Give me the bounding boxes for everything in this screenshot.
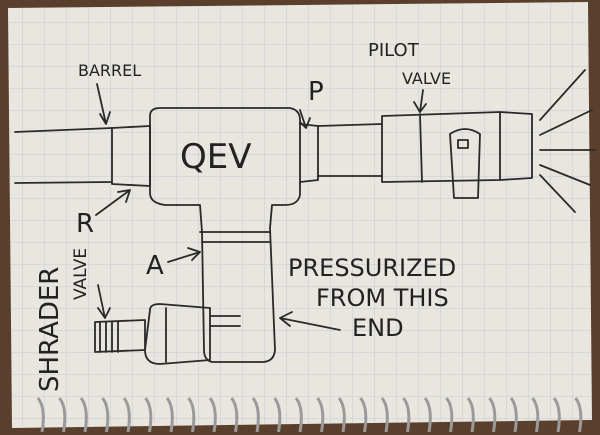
exit-rays bbox=[539, 69, 596, 213]
label-r: R bbox=[76, 209, 94, 239]
label-from-this: FROM THIS bbox=[316, 284, 449, 312]
spiral-ring bbox=[144, 397, 153, 433]
spiral-ring bbox=[165, 397, 174, 433]
label-a: A bbox=[146, 251, 164, 281]
label-shrader: SHRADER bbox=[35, 267, 65, 392]
spiral-ring bbox=[316, 397, 325, 433]
pilot-valve-body bbox=[381, 111, 533, 183]
spiral-ring bbox=[36, 397, 45, 433]
spiral-ring bbox=[380, 397, 389, 433]
spiral-ring bbox=[337, 397, 346, 433]
barrel-tube bbox=[14, 127, 113, 184]
p-fitting bbox=[299, 123, 319, 183]
spiral-ring bbox=[230, 397, 239, 433]
spiral-ring bbox=[509, 397, 518, 433]
spiral-ring bbox=[574, 397, 583, 433]
spiral-ring bbox=[488, 397, 497, 433]
spiral-ring bbox=[531, 397, 540, 433]
spiral-ring bbox=[187, 397, 196, 433]
spiral-ring bbox=[445, 397, 454, 433]
arrows bbox=[95, 83, 427, 331]
spiral-ring bbox=[552, 397, 561, 433]
spiral-ring bbox=[251, 397, 260, 433]
spiral-ring bbox=[423, 397, 432, 433]
label-pressurized: PRESSURIZED bbox=[288, 254, 456, 282]
spiral-ring bbox=[294, 397, 303, 433]
spiral-ring bbox=[466, 397, 475, 433]
spiral-ring bbox=[79, 397, 88, 433]
label-qev: QEV bbox=[180, 137, 252, 177]
spiral-ring bbox=[273, 397, 282, 433]
pilot-valve-lever bbox=[449, 128, 481, 199]
spiral-ring bbox=[122, 397, 131, 433]
label-end: END bbox=[352, 314, 404, 342]
middle-tube bbox=[317, 123, 383, 177]
spiral-ring bbox=[58, 397, 67, 433]
spiral-ring bbox=[208, 397, 217, 433]
shrader-valve bbox=[94, 303, 241, 365]
label-pilot-valve: VALVE bbox=[402, 69, 451, 88]
label-shrader-valve: VALVE bbox=[71, 248, 91, 300]
spiral-binding bbox=[36, 397, 583, 433]
label-p: P bbox=[308, 77, 324, 107]
spiral-ring bbox=[402, 397, 411, 433]
label-pilot: PILOT bbox=[368, 40, 420, 61]
spiral-ring bbox=[101, 397, 110, 433]
qev-body bbox=[149, 107, 301, 363]
spiral-ring bbox=[359, 397, 368, 433]
label-barrel: BARREL bbox=[78, 61, 141, 80]
